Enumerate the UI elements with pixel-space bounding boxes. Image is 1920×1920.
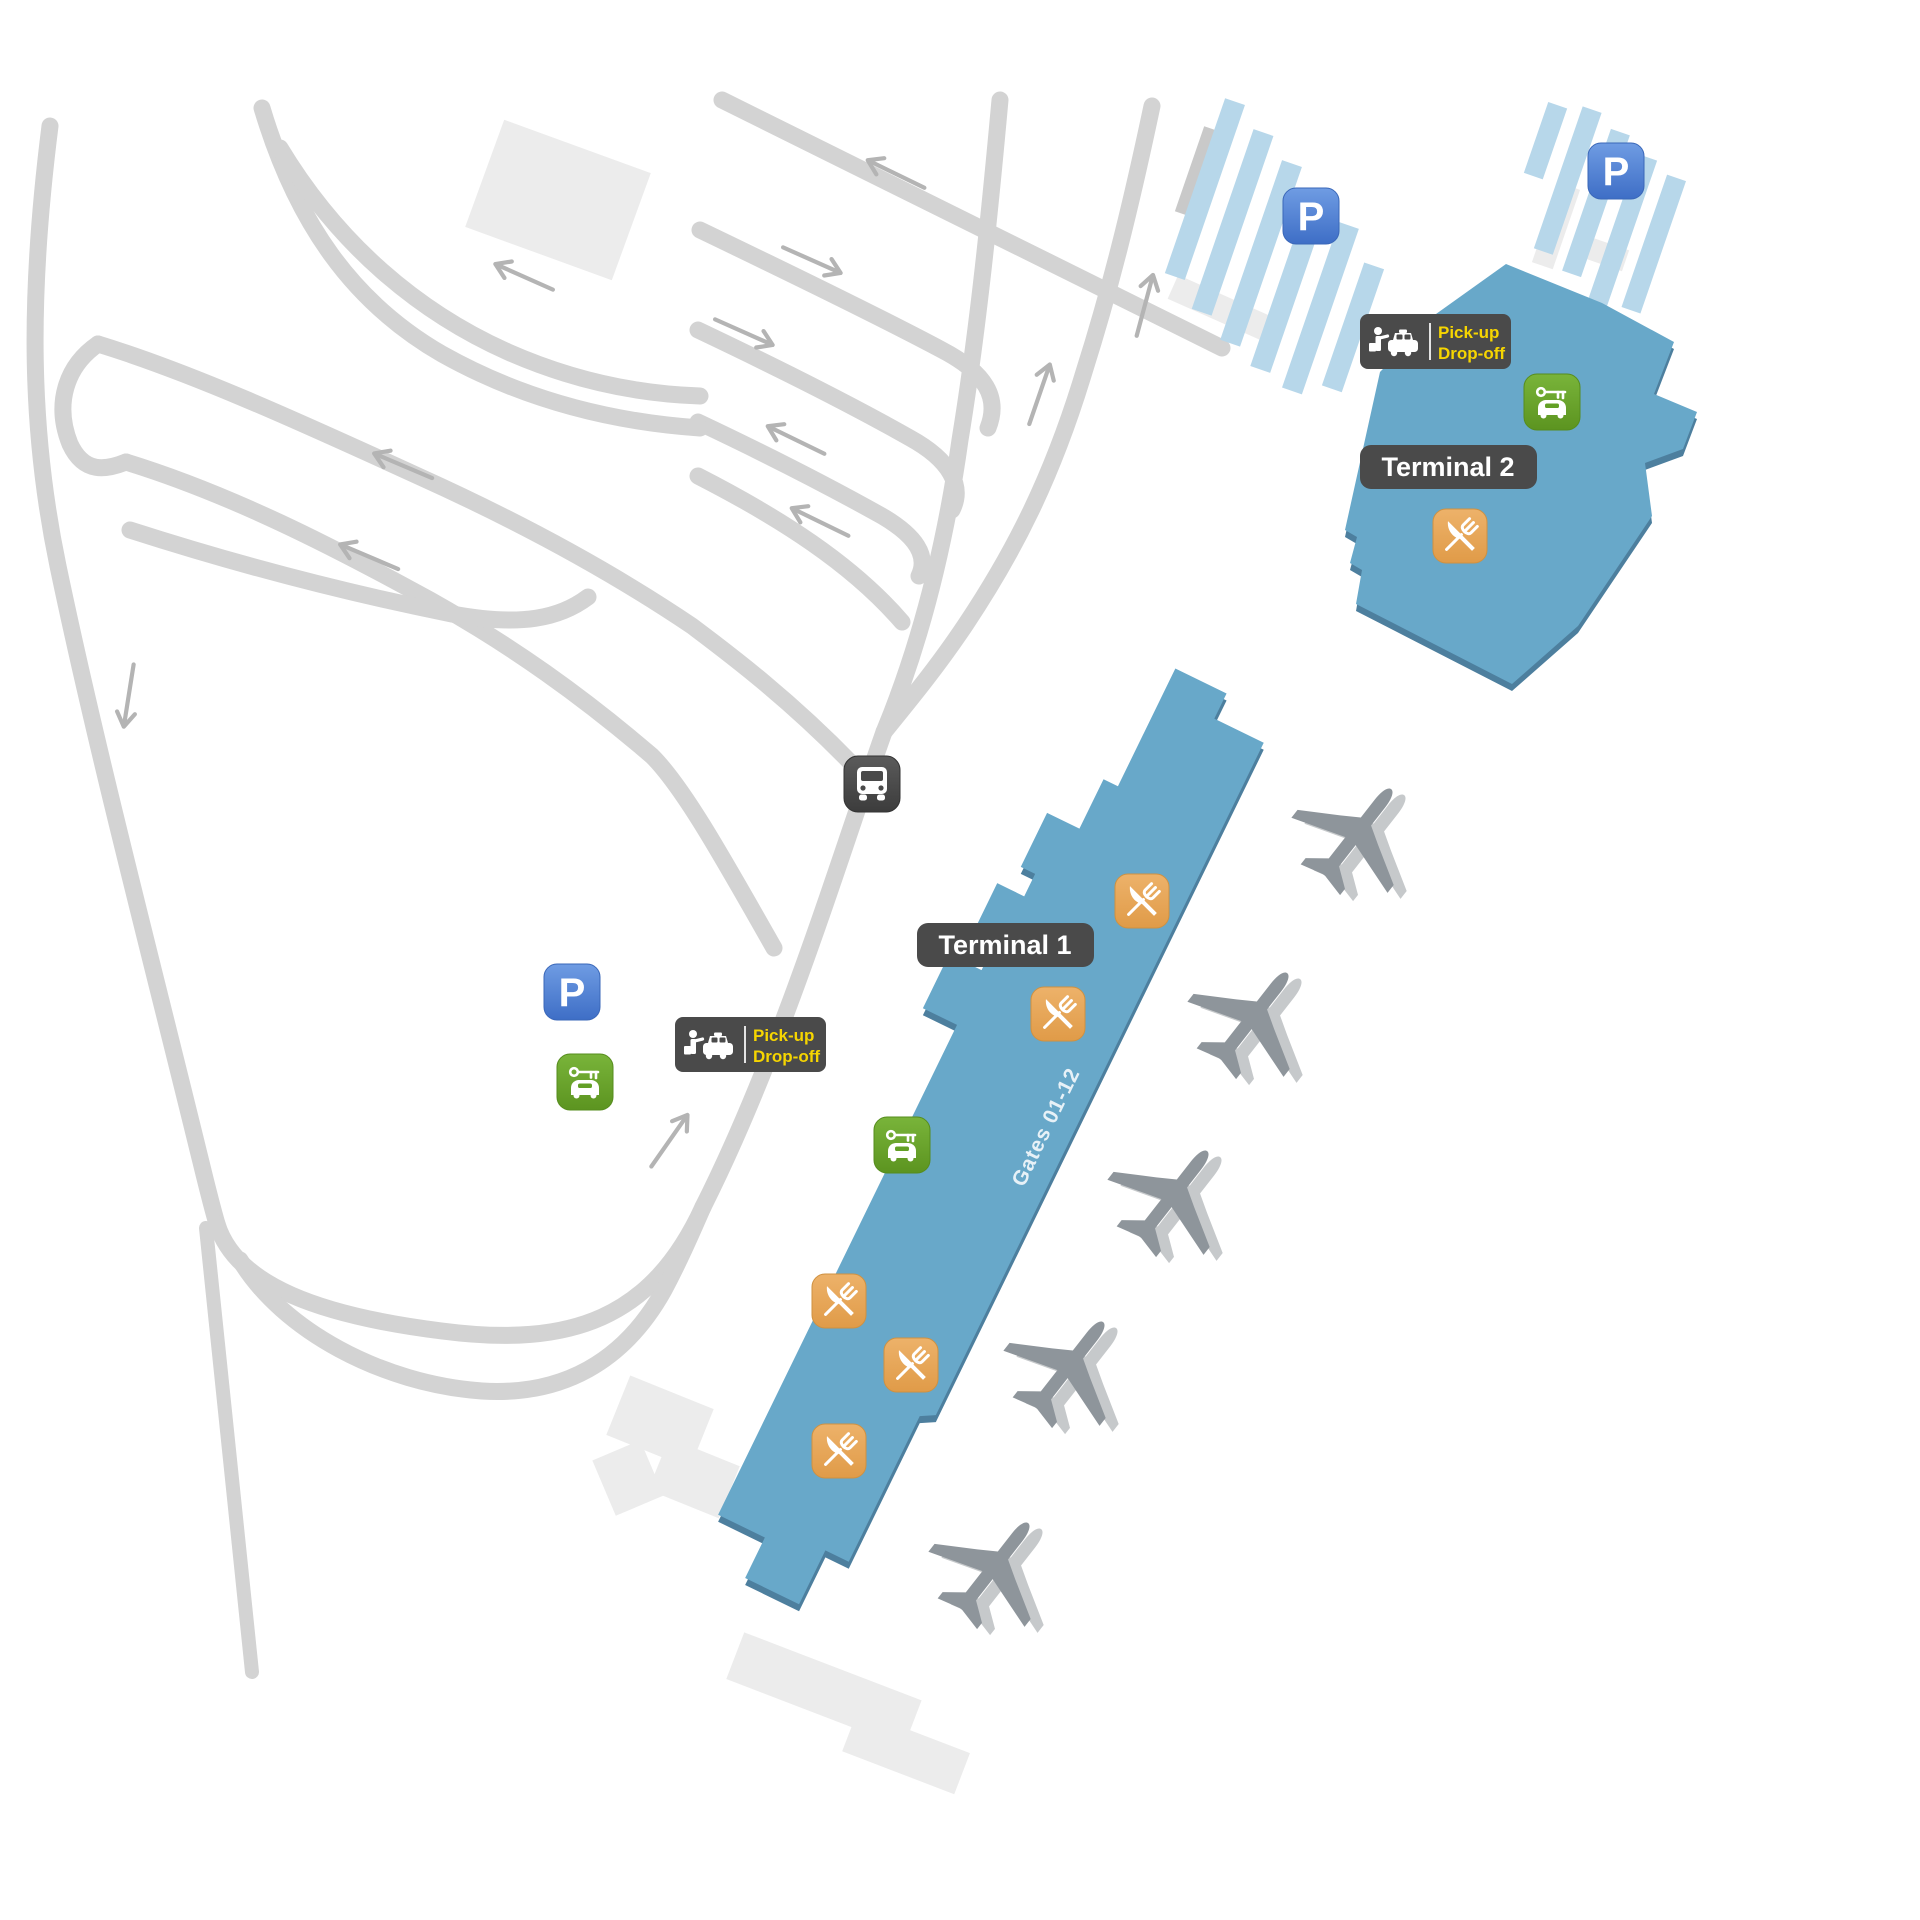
parking-lot-main [1164,98,1385,395]
road [713,91,1231,357]
road [271,139,709,405]
building-block [648,1437,740,1519]
parking-icon: P [1282,187,1340,245]
parking-stripe [1533,106,1602,255]
building-block [842,1710,970,1795]
restaurant-icon [883,1337,939,1393]
road [117,453,783,957]
pickup-dropoff-badge: Pick-up Drop-off [675,1017,826,1072]
road [691,221,1001,437]
direction-arrow-icon [1021,362,1059,427]
road [689,467,911,631]
parking-stripe [1191,129,1274,316]
airplane-icon [984,1284,1165,1457]
direction-arrow-icon [115,663,143,728]
road [875,91,1009,741]
terminal-1-label-text: Terminal 1 [938,930,1071,960]
parking-stripe [1321,262,1385,393]
road [54,335,135,477]
road [26,117,226,1233]
parking-stripe [1282,222,1359,395]
airplane-icon [1088,1113,1269,1286]
road [689,321,965,519]
road [253,99,709,437]
airplane-icon [909,1485,1090,1658]
airplane-icon [1168,935,1349,1108]
road [89,335,861,773]
pickup-label: Pick-up [1438,323,1499,342]
terminal-2-label-text: Terminal 2 [1381,452,1514,482]
restaurant-icon [811,1273,867,1329]
parking-stripe [1220,160,1302,347]
parking-symbol: P [1298,195,1325,239]
road [121,521,597,629]
building-block [592,1440,664,1516]
terminal-1-building: Gates 01-12 [718,668,1264,1612]
restaurant-icon [1432,508,1488,564]
restaurant-icon [1030,986,1086,1042]
map-markers: P P P [543,142,1645,1479]
terminal-2-label: Terminal 2 [1360,445,1537,489]
road [231,1198,712,1400]
parking-stripe [1164,98,1245,280]
parking-icon: P [1587,142,1645,200]
car-rental-icon [1523,373,1581,431]
service-lane [1167,274,1283,346]
airplane-icon [1272,751,1453,924]
pickup-dropoff-badge: Pick-up Drop-off [1360,314,1511,369]
direction-arrow-icon [644,1110,695,1172]
parking-stripe [1621,174,1686,314]
direction-arrow-icon [492,256,557,298]
dropoff-label: Drop-off [1438,344,1505,363]
dropoff-label: Drop-off [753,1047,820,1066]
parking-icon: P [543,963,601,1021]
road [689,413,931,585]
car-rental-icon [873,1116,931,1174]
road [199,1221,259,1679]
road-network [26,91,1231,1679]
restaurant-icon [1114,873,1170,929]
building-block [465,119,651,281]
parking-symbol: P [559,971,586,1015]
restaurant-icon [811,1423,867,1479]
road [875,97,1161,741]
parking-stripe [1523,101,1568,180]
parking-symbol: P [1603,150,1630,194]
car-rental-icon [556,1053,614,1111]
pickup-label: Pick-up [753,1026,814,1045]
terminal-1-footprint [718,668,1264,1605]
bus-station-icon [843,755,901,813]
terminal-1-label: Terminal 1 [917,923,1094,967]
